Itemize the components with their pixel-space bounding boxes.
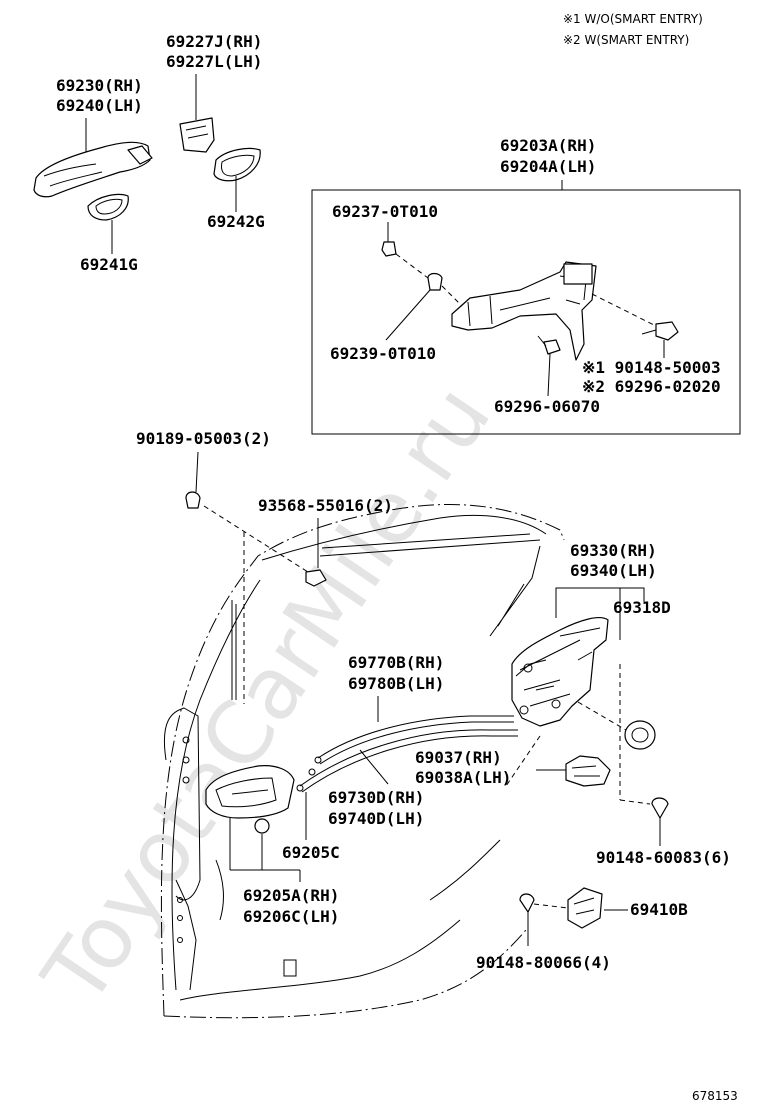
label-69237: 69237-0T010 [332,202,438,221]
screw-90148-80066-part[interactable] [519,893,535,913]
clip-90189-part[interactable] [185,491,201,509]
inside-handle-group: 69205C 69205A(RH) 69206C(LH) [205,765,340,926]
lock-cover-part[interactable] [565,755,611,787]
handle-pad-part[interactable] [213,147,261,182]
label-69730D: 69730D(RH) [328,788,424,807]
handle-gasket-part[interactable] [87,193,129,221]
label-90148-60083: 90148-60083(6) [596,848,731,867]
handle-cover-part[interactable] [179,117,215,153]
inside-handle-cap-part[interactable] [254,818,270,834]
label-69410B: 69410B [630,900,688,919]
door-panel [160,504,565,1019]
label-69241G: 69241G [80,255,138,274]
label-69296-06070: 69296-06070 [494,397,600,416]
label-90148-80066: 90148-80066(4) [476,953,611,972]
label-69740D: 69740D(LH) [328,809,424,828]
grommet-69318D-part[interactable] [624,720,656,750]
clip-69237-part[interactable] [381,241,397,257]
striker-69410B-part[interactable] [567,887,603,929]
label-69330: 69330(RH) [570,541,657,560]
label-69203A: 69203A(RH) [500,136,596,155]
bolt-90148-50003-part[interactable] [655,321,679,341]
label-69204A: 69204A(LH) [500,157,596,176]
note-with-smart-entry: ※2 W(SMART ENTRY) [563,33,689,47]
label-90189-05003: 90189-05003(2) [136,429,271,448]
door-lock-group: 69330(RH) 69340(LH) 69318D [511,541,671,727]
label-69318D: 69318D [613,598,671,617]
note-without-smart-entry: ※1 W/O(SMART ENTRY) [563,12,703,26]
screw-93568-part[interactable] [305,569,327,587]
bolt-69296-06070-part[interactable] [543,339,561,355]
label-69205C: 69205C [282,843,340,862]
outside-handle-part[interactable] [33,141,151,198]
label-90148-50003: ※1 90148-50003 [582,358,721,377]
screw-90148-60083-group: 90148-60083(6) [596,797,731,867]
label-69296-02020: ※2 69296-02020 [582,377,721,396]
diagram-id: 678153 [692,1089,738,1103]
clip-69239-part[interactable] [427,272,443,291]
label-69206C: 69206C(LH) [243,907,339,926]
label-69037: 69037(RH) [415,748,502,767]
cable-group: 69770B(RH) 69780B(LH) 69730D(RH) 69740D(… [296,653,518,828]
clip-90189-group: 90189-05003(2) [136,429,309,704]
label-69240: 69240(LH) [56,96,143,115]
label-69230: 69230(RH) [56,76,143,95]
label-69340: 69340(LH) [570,561,657,580]
outside-handle-group: 69227J(RH) 69227L(LH) 69230(RH) 69240(LH… [33,32,265,274]
label-69227J: 69227J(RH) [166,32,262,51]
label-93568-55016: 93568-55016(2) [258,496,393,515]
label-69205A: 69205A(RH) [243,886,339,905]
grommet-69318D-group [577,664,656,805]
label-69038A: 69038A(LH) [415,768,511,787]
label-69770B: 69770B(RH) [348,653,444,672]
outside-handle-frame-part[interactable] [451,261,597,361]
door-lock-assembly-part[interactable] [511,617,609,727]
label-69227L: 69227L(LH) [166,52,262,71]
screw-90148-60083-part[interactable] [651,797,669,819]
label-69242G: 69242G [207,212,265,231]
screw-93568-group: 93568-55016(2) [258,496,393,587]
lock-cover-group: 69037(RH) 69038A(LH) [415,735,611,787]
label-69780B: 69780B(LH) [348,674,444,693]
lock-cable-part[interactable] [317,715,514,759]
handle-frame-group: 69203A(RH) 69204A(LH) 69237-0T010 69239-… [311,136,741,435]
striker-group: 69410B 90148-80066(4) [476,887,688,972]
frame-box [311,189,741,435]
label-69239: 69239-0T010 [330,344,436,363]
